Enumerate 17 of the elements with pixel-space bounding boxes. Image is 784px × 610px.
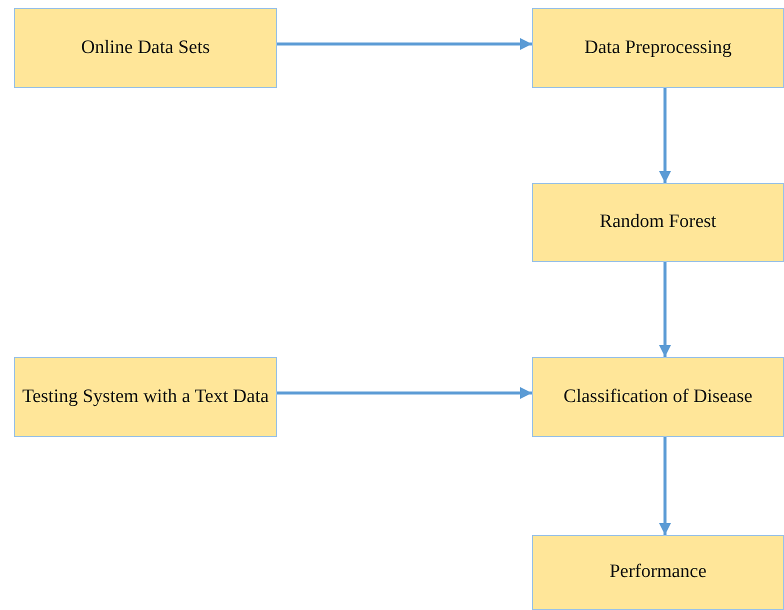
- process-box: [14, 8, 277, 88]
- arrow: [277, 387, 532, 399]
- box-label: Testing System with a Text Data: [22, 386, 269, 408]
- process-box: [14, 357, 277, 437]
- arrow: [659, 437, 671, 535]
- process-box: [532, 357, 784, 437]
- box-label: Classification of Disease: [564, 386, 752, 408]
- process-box: [532, 535, 784, 610]
- box-label: Performance: [609, 561, 707, 584]
- arrow: [659, 88, 671, 183]
- box-label: Data Preprocessing: [584, 36, 732, 60]
- box-label: Random Forest: [600, 211, 716, 234]
- box-label: Online Data Sets: [81, 36, 210, 60]
- process-box: [532, 8, 784, 88]
- arrow: [659, 262, 671, 357]
- arrow: [277, 38, 532, 50]
- process-box: [532, 183, 784, 262]
